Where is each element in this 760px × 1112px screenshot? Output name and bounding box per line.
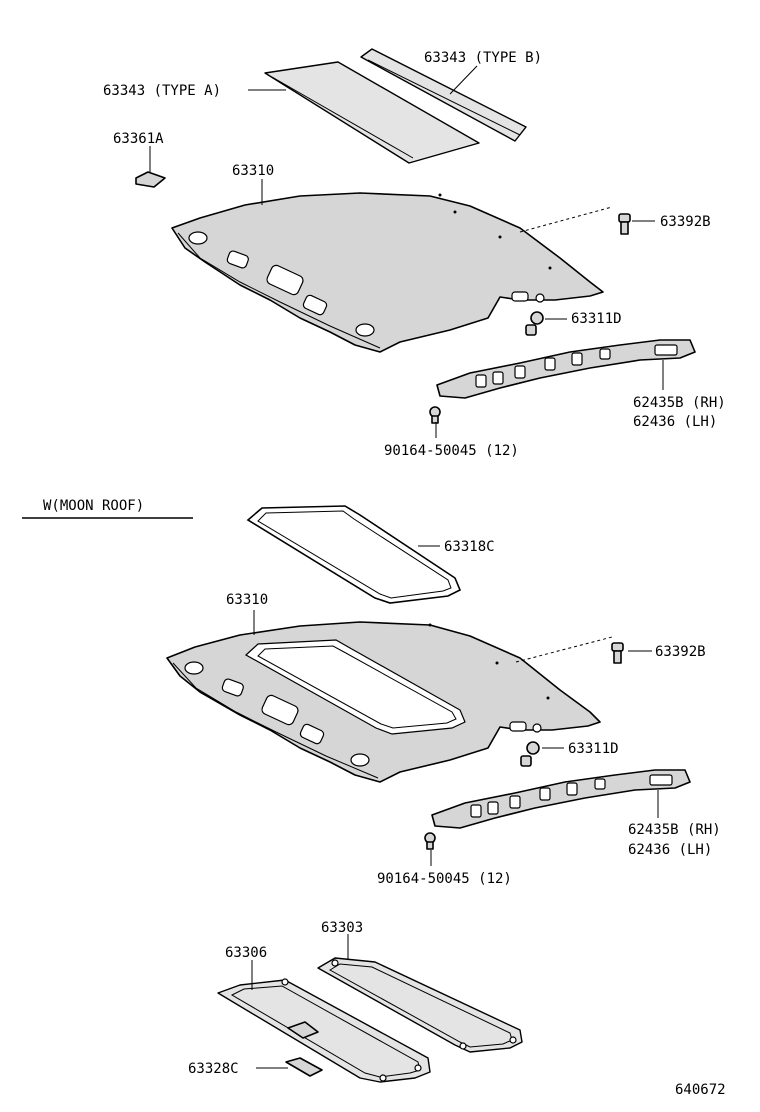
label-63343-type-a: 63343 (TYPE A) — [103, 83, 221, 99]
label-63311d-top: 63311D — [571, 311, 622, 327]
part-63343-type-a — [264, 61, 480, 164]
label-62435b-top: 62435B (RH) — [633, 395, 726, 411]
label-62435b-bottom: 62435B (RH) — [628, 822, 721, 838]
part-63392b-clip-top — [618, 213, 631, 235]
part-63392b-clip-bottom — [611, 642, 624, 664]
label-63328c: 63328C — [188, 1061, 239, 1077]
section-title-moon-roof: W(MOON ROOF) — [43, 498, 144, 514]
label-63311d-bottom: 63311D — [568, 741, 619, 757]
part-62435b-rail-bottom — [431, 769, 691, 829]
part-62435b-rail-top — [436, 339, 696, 399]
label-63343-type-b: 63343 (TYPE B) — [424, 50, 542, 66]
leader-dashed-63392b-top — [519, 206, 613, 233]
part-63310-headlining-top — [171, 192, 604, 353]
label-62436-bottom: 62436 (LH) — [628, 842, 712, 858]
label-90164-bottom: 90164-50045 (12) — [377, 871, 512, 887]
part-63361a-pad — [135, 171, 166, 188]
label-63392b-top: 63392B — [660, 214, 711, 230]
label-90164-top: 90164-50045 (12) — [384, 443, 519, 459]
label-63306: 63306 — [225, 945, 267, 961]
label-62436-top: 62436 (LH) — [633, 414, 717, 430]
part-63311d-clip-bottom — [520, 741, 540, 767]
label-63318c: 63318C — [444, 539, 495, 555]
part-63310-headlining-bottom — [166, 621, 601, 783]
part-63306-sunshade — [217, 978, 431, 1083]
leader-dashed-63392b-bottom — [515, 636, 613, 663]
label-63361a: 63361A — [113, 131, 164, 147]
label-63303: 63303 — [321, 920, 363, 936]
figure-code: 640672 — [675, 1082, 726, 1098]
part-63311d-clip-top — [525, 311, 544, 336]
label-63310-top: 63310 — [232, 163, 274, 179]
part-63328c-handle — [285, 1057, 323, 1077]
part-90164-screw-bottom — [424, 832, 436, 850]
part-63318c-weatherstrip — [246, 505, 462, 604]
leader-63343-type-b — [449, 65, 478, 95]
label-63310-bottom: 63310 — [226, 592, 268, 608]
part-63343-type-b — [360, 48, 527, 142]
label-63392b-bottom: 63392B — [655, 644, 706, 660]
part-90164-screw-top — [429, 406, 441, 424]
